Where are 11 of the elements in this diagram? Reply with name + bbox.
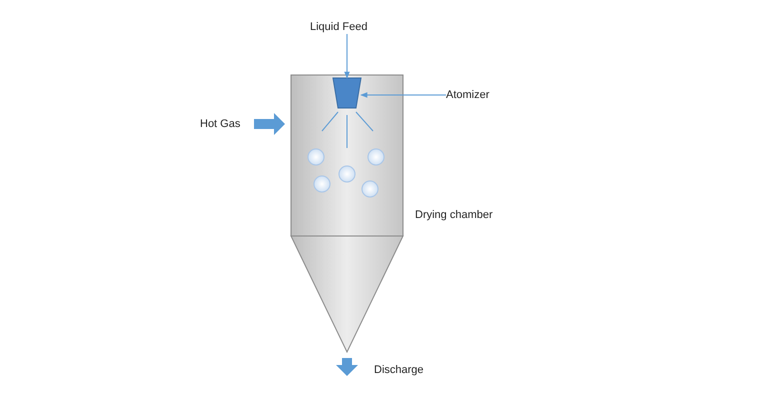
arrow — [344, 34, 350, 79]
chamber-label: Drying chamber — [415, 208, 493, 222]
block-arrow — [336, 358, 358, 376]
gas-label: Hot Gas — [200, 117, 240, 131]
atomizer-label: Atomizer — [446, 88, 490, 102]
discharge-cone — [290, 236, 404, 354]
feed-label: Liquid Feed — [310, 20, 368, 34]
atomizer-nozzle — [332, 78, 362, 108]
leader-line — [360, 92, 446, 98]
block-arrow — [254, 113, 285, 135]
outlet-label: Discharge — [374, 363, 424, 377]
